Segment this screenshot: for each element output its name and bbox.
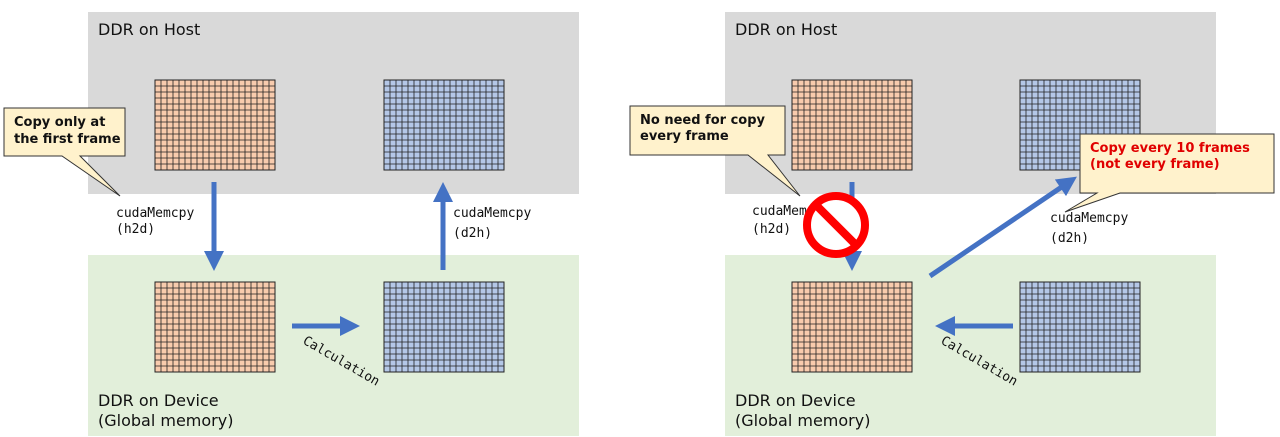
right-callout-every-10-line1: Copy every 10 frames: [1090, 141, 1250, 156]
right-device-label-line2: (Global memory): [735, 411, 870, 430]
left-host-input-buffer: [154, 79, 276, 171]
left-device-label-line1: DDR on Device: [98, 391, 219, 410]
right-device-input-buffer: [791, 281, 913, 373]
left-callout: Copy only at the first frame: [3, 107, 126, 197]
left-host-output-buffer: [383, 79, 505, 171]
left-h2d-label-line1: cudaMemcpy: [116, 206, 194, 221]
left-d2h-label-line1: cudaMemcpy: [453, 206, 531, 221]
left-host-label: DDR on Host: [98, 20, 200, 39]
right-device-label-line1: DDR on Device: [735, 391, 856, 410]
left-device-output-buffer: [383, 281, 505, 373]
right-device-output-buffer: [1019, 281, 1141, 373]
left-panel: DDR on Host DDR on Device (Global memory…: [3, 12, 579, 436]
left-device-label-line2: (Global memory): [98, 411, 233, 430]
right-panel: DDR on Host DDR on Device (Global memory…: [629, 12, 1275, 436]
left-callout-line1: Copy only at: [14, 115, 105, 130]
right-callout-no-copy-line2: every frame: [640, 129, 729, 144]
left-d2h-label-line2: (d2h): [453, 226, 492, 241]
left-device-input-buffer: [154, 281, 276, 373]
right-d2h-label-line2: (d2h): [1050, 231, 1089, 246]
right-h2d-label-line2: (h2d): [752, 222, 791, 237]
no-entry-icon: [803, 192, 869, 258]
left-h2d-label-line2: (h2d): [116, 222, 155, 237]
right-callout-no-copy: No need for copy every frame: [629, 105, 801, 197]
right-callout-every-10: Copy every 10 frames (not every frame): [1064, 133, 1275, 213]
right-host-label: DDR on Host: [735, 20, 837, 39]
right-d2h-arrow: [928, 176, 1077, 279]
right-d2h-label-line1: cudaMemcpy: [1050, 211, 1128, 226]
right-host-input-buffer: [791, 79, 913, 171]
right-callout-every-10-line2: (not every frame): [1090, 157, 1220, 172]
left-callout-line2: the first frame: [14, 132, 121, 147]
right-callout-no-copy-line1: No need for copy: [640, 113, 766, 128]
